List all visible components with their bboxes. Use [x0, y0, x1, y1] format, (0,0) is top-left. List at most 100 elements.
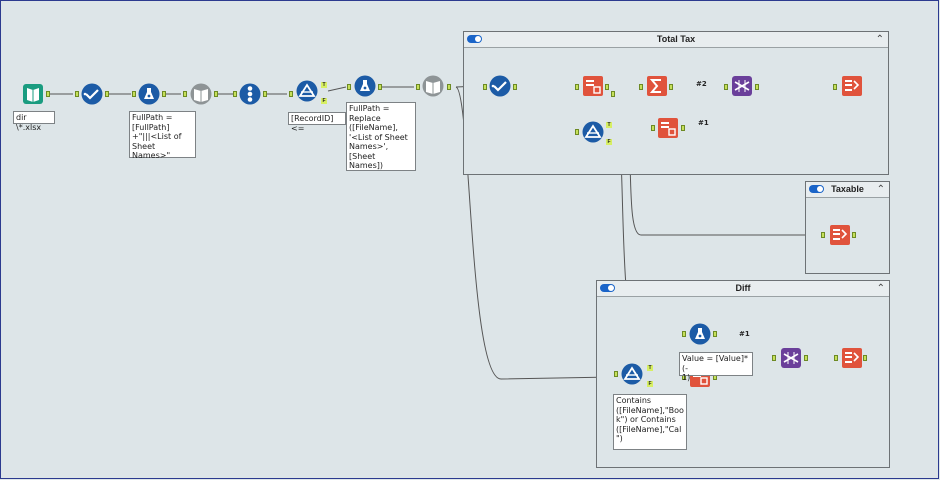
- input-anchor[interactable]: [575, 129, 579, 135]
- input-anchor[interactable]: [639, 84, 643, 90]
- input-anchor[interactable]: [416, 84, 420, 90]
- filter-true-anchor[interactable]: T: [647, 365, 653, 371]
- dynamic-input-tool[interactable]: [190, 83, 212, 105]
- filter-tool-1[interactable]: [296, 80, 318, 102]
- formula-icon: [138, 83, 160, 105]
- output-anchor[interactable]: [611, 91, 615, 97]
- transpose-icon: [658, 118, 678, 138]
- summarize-tool[interactable]: [646, 75, 668, 97]
- filter-tool-3[interactable]: [621, 363, 643, 385]
- output-anchor[interactable]: [447, 84, 451, 90]
- input-anchor[interactable]: [834, 355, 838, 361]
- output-anchor[interactable]: [669, 84, 673, 90]
- filter-icon: [296, 80, 318, 102]
- annotation-formula-2: FullPath = Replace ([FileName], '<List o…: [346, 102, 416, 171]
- input-anchor[interactable]: [347, 84, 351, 90]
- union-icon: [732, 76, 752, 96]
- container-header[interactable]: [464, 32, 888, 48]
- container-total-tax[interactable]: Total Tax ⌃: [463, 31, 889, 175]
- filter-true-anchor[interactable]: T: [321, 82, 327, 88]
- browse-tool-2[interactable]: [829, 224, 851, 246]
- container-toggle[interactable]: [467, 35, 482, 43]
- select-icon: [81, 83, 103, 105]
- annotation-directory: dir \*.xlsx: [13, 111, 55, 132]
- input-anchor[interactable]: [772, 355, 776, 361]
- union-tool-2[interactable]: [780, 347, 802, 369]
- browse-icon: [830, 225, 850, 245]
- filter-false-anchor[interactable]: F: [321, 98, 327, 104]
- input-anchor[interactable]: [833, 84, 837, 90]
- union-icon: [781, 348, 801, 368]
- connection-label: #2: [696, 80, 707, 88]
- output-anchor[interactable]: [713, 331, 717, 337]
- input-anchor[interactable]: [651, 125, 655, 131]
- input-anchor[interactable]: [614, 371, 618, 377]
- container-title: Diff: [735, 283, 751, 293]
- input-anchor[interactable]: [682, 331, 686, 337]
- transpose-tool-2[interactable]: [657, 117, 679, 139]
- annotation-formula-1: FullPath = [FullPath] +"|||<List of Shee…: [129, 111, 196, 160]
- connection-label: #1: [698, 119, 709, 127]
- container-header[interactable]: [806, 182, 889, 198]
- output-anchor[interactable]: [804, 355, 808, 361]
- formula-tool-2[interactable]: [354, 75, 376, 97]
- output-anchor[interactable]: [513, 84, 517, 90]
- container-title: Total Tax: [656, 34, 696, 44]
- record-id-icon: [239, 83, 261, 105]
- output-anchor[interactable]: [105, 91, 109, 97]
- output-anchor[interactable]: [681, 125, 685, 131]
- filter-icon: [582, 121, 604, 143]
- output-anchor[interactable]: [214, 91, 218, 97]
- browse-tool-1[interactable]: [841, 75, 863, 97]
- collapse-chevron-icon[interactable]: ⌃: [876, 184, 885, 195]
- annotation-filter-2: Contains ([FileName],"Boo k") or Contain…: [613, 394, 687, 450]
- output-anchor[interactable]: [378, 84, 382, 90]
- browse-tool-3[interactable]: [841, 347, 863, 369]
- transpose-tool-1[interactable]: [582, 75, 604, 97]
- annotation-formula-3: Value = [Value]*(- 1): [679, 352, 753, 382]
- dynamic-input-icon: [422, 75, 444, 97]
- filter-false-anchor[interactable]: F: [606, 139, 612, 145]
- select-tool[interactable]: [81, 83, 103, 105]
- formula-icon: [689, 323, 711, 345]
- input-anchor[interactable]: [132, 91, 136, 97]
- input-anchor[interactable]: [575, 84, 579, 90]
- filter-tool-2[interactable]: [582, 121, 604, 143]
- formula-tool[interactable]: [138, 83, 160, 105]
- formula-icon: [354, 75, 376, 97]
- output-anchor[interactable]: [263, 91, 267, 97]
- union-tool-1[interactable]: [731, 75, 753, 97]
- collapse-chevron-icon[interactable]: ⌃: [875, 34, 884, 45]
- input-anchor[interactable]: [75, 91, 79, 97]
- input-anchor[interactable]: [483, 84, 487, 90]
- record-id-tool[interactable]: [239, 83, 261, 105]
- directory-icon: [23, 84, 43, 104]
- container-title: Taxable: [831, 184, 864, 194]
- filter-false-anchor[interactable]: F: [647, 381, 653, 387]
- collapse-chevron-icon[interactable]: ⌃: [876, 283, 885, 294]
- input-anchor[interactable]: [821, 232, 825, 238]
- input-anchor[interactable]: [289, 91, 293, 97]
- container-header[interactable]: [597, 281, 889, 297]
- input-anchor[interactable]: [724, 84, 728, 90]
- output-anchor[interactable]: [755, 84, 759, 90]
- directory-tool[interactable]: [22, 83, 44, 105]
- container-toggle[interactable]: [809, 185, 824, 193]
- dynamic-input-tool-2[interactable]: [422, 75, 444, 97]
- output-anchor[interactable]: [852, 232, 856, 238]
- formula-tool-3[interactable]: [689, 323, 711, 345]
- output-anchor[interactable]: [162, 91, 166, 97]
- output-anchor[interactable]: [863, 355, 867, 361]
- output-anchor[interactable]: [46, 91, 50, 97]
- input-anchor[interactable]: [183, 91, 187, 97]
- input-anchor[interactable]: [233, 91, 237, 97]
- connection-label: #1: [739, 330, 750, 338]
- output-anchor[interactable]: [605, 84, 609, 90]
- filter-true-anchor[interactable]: T: [606, 122, 612, 128]
- filter-icon: [621, 363, 643, 385]
- browse-icon: [842, 348, 862, 368]
- dynamic-input-icon: [190, 83, 212, 105]
- select-tool-2[interactable]: [489, 75, 511, 97]
- container-toggle[interactable]: [600, 284, 615, 292]
